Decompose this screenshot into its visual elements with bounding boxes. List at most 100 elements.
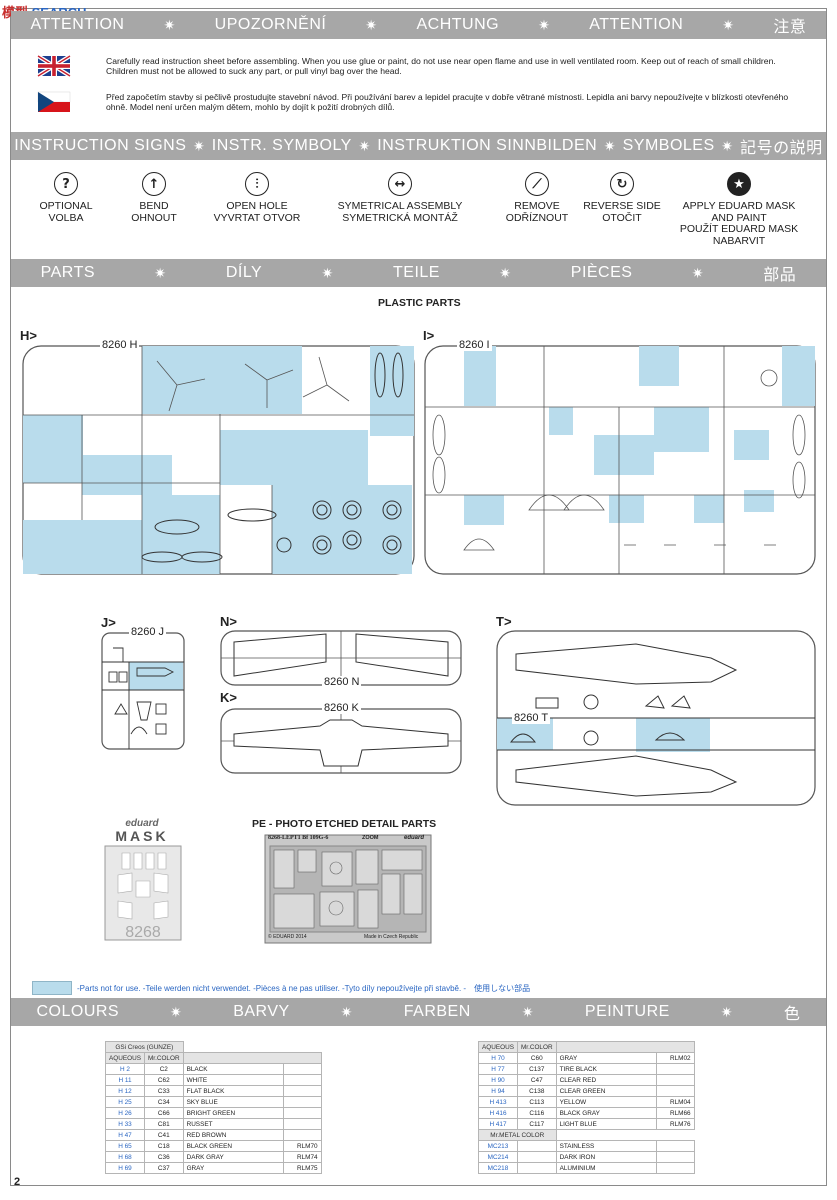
band-label: DÍLY [225,264,263,281]
notice-en: Carefully read instruction sheet before … [36,54,818,80]
sprue-h-drawing [22,345,415,575]
sprue-h-label: H> [20,328,37,343]
reverse-icon: ↻ [610,172,634,196]
page-frame [10,8,827,1186]
mr-color-code: C113 [516,1096,557,1108]
legend-text: -Parts not for use. -Teile werden nicht … [77,984,531,993]
sprue-t-drawing [496,630,816,806]
bend-icon: ↑ [142,172,166,196]
aqueous-code: H 11 [105,1074,145,1086]
colour-name: GRAY [182,1162,284,1174]
plastic-parts-title: PLASTIC PARTS [378,297,461,309]
colour-name: LIGHT BLUE [555,1118,657,1130]
colour-name: DARK IRON [555,1151,657,1163]
aqueous-code: H 33 [105,1118,145,1130]
mr-color-code: C34 [143,1096,184,1108]
aqueous-code: H 2 [105,1063,145,1075]
mask-star-icon: ★ [727,172,751,196]
band-label: INSTRUCTION SIGNS [14,137,187,154]
rlm-code: RLM75 [282,1162,322,1174]
colour-name: SKY BLUE [182,1096,284,1108]
sprue-k-code: 8260 K [322,702,361,714]
band-label: PARTS [40,264,96,281]
colour-name: BLACK GRAY [555,1107,657,1119]
sprue-n-label: N> [220,614,237,629]
colour-name: BLACK [182,1063,284,1075]
colour-name: FLAT BLACK [182,1085,284,1097]
mr-color-code: C60 [516,1052,557,1064]
band-label: PEINTURE [584,1003,670,1020]
sprue-n-drawing [220,630,462,686]
band-label: UPOZORNĚNÍ [214,16,327,33]
band-label: COLOURS [36,1003,120,1020]
mr-color-code: C81 [143,1118,184,1130]
page-number: 2 [14,1176,21,1188]
aqueous-code: H 68 [105,1151,145,1163]
aqueous-code: H 25 [105,1096,145,1108]
aqueous-code: H 77 [478,1063,518,1075]
mr-color-code: C138 [516,1085,557,1097]
pe-made-in: Made in Czech Republic [364,934,419,940]
sprue-n-code: 8260 N [322,676,362,688]
attention-band: ATTENTION✷ UPOZORNĚNÍ✷ ACHTUNG✷ ATTENTIO… [11,11,826,39]
parts-band: PARTS✷ DÍLY✷ TEILE✷ PIÈCES✷ 部品 [11,259,826,287]
symmetric-icon: ↔ [388,172,412,196]
rlm-code [282,1118,322,1130]
aqueous-code: H 413 [478,1096,518,1108]
mask-brand: eduard [125,818,159,829]
sprue-j-label: J> [101,615,116,630]
colour-name: RED BROWN [182,1129,284,1141]
colour-name: STAINLESS [555,1140,657,1152]
mask-number: 8268 [125,924,161,941]
paint-brand: GSi Creos (GUNZE) [105,1041,184,1053]
mr-color-code: C2 [143,1063,184,1075]
band-label: BARVY [233,1003,290,1020]
colour-name: CLEAR RED [555,1074,657,1086]
aqueous-code: H 94 [478,1085,518,1097]
aqueous-code: MC214 [478,1151,518,1163]
mr-color-code: C66 [143,1107,184,1119]
mask-word: MASK [115,828,169,844]
question-icon: ? [54,172,78,196]
rlm-code [282,1129,322,1141]
sprue-t-label: T> [496,614,512,629]
colour-name: RUSSET [182,1118,284,1130]
rlm-code [282,1074,322,1086]
band-label: FARBEN [403,1003,471,1020]
sprue-h-code: 8260 H [100,339,140,351]
sprue-t-code: 8260 T [512,712,551,724]
rlm-code [282,1107,322,1119]
colour-name: DARK GRAY [182,1151,284,1163]
colour-name: WHITE [182,1074,284,1086]
rlm-code: RLM02 [655,1052,695,1064]
notice-cs: Před započetím stavby si pečlivě prostud… [37,91,818,116]
rlm-code [282,1063,322,1075]
band-label: INSTRUKTION SINNBILDEN [377,137,598,154]
band-label: ATTENTION [589,16,684,33]
rlm-code [282,1096,322,1108]
rlm-code: RLM04 [655,1096,695,1108]
rlm-code: RLM74 [282,1151,322,1163]
colour-name: CLEAR GREEN [555,1085,657,1097]
mr-color-code: C62 [143,1074,184,1086]
signs-band: INSTRUCTION SIGNS✷ INSTR. SYMBOLY✷ INSTR… [11,132,826,160]
sprue-k-label: K> [220,690,237,705]
